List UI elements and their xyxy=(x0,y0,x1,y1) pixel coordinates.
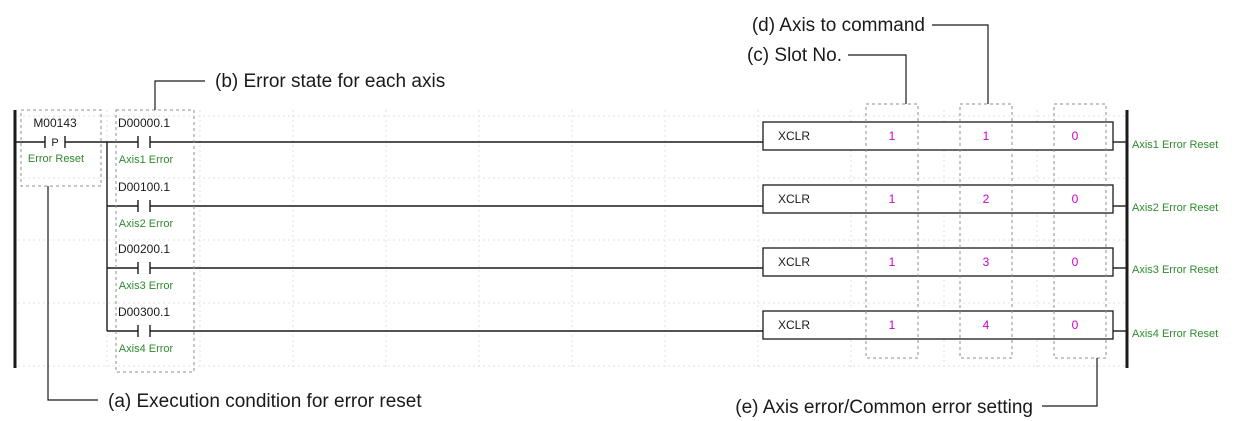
annotation-a: (a) Execution condition for error reset xyxy=(108,391,422,412)
rung-wiring xyxy=(15,136,1127,337)
output-label: Axis1 Error Reset xyxy=(1132,139,1218,151)
output-label: Axis2 Error Reset xyxy=(1132,202,1218,214)
setting-operand: 0 xyxy=(1072,318,1079,332)
instruction-name: XCLR xyxy=(778,255,810,269)
contact-address: D00000.1 xyxy=(118,116,170,130)
instruction-name: XCLR xyxy=(778,318,810,332)
exec-contact-flag: P xyxy=(51,137,58,149)
exec-contact-address: M00143 xyxy=(33,116,77,130)
axis-column-highlight xyxy=(959,103,1013,359)
slot-operand: 1 xyxy=(889,129,896,143)
annotation-c: (c) Slot No. xyxy=(747,45,842,66)
axis-operand: 1 xyxy=(983,129,990,143)
annotation-leaders xyxy=(47,24,1098,407)
slot-operand: 1 xyxy=(889,192,896,206)
xclr-block[interactable] xyxy=(762,184,1114,214)
annotation-d: (d) Axis to command xyxy=(752,15,925,36)
output-label: Axis3 Error Reset xyxy=(1132,264,1218,276)
axis-operand: 3 xyxy=(983,255,990,269)
error-state-highlight xyxy=(115,109,195,373)
instruction-name: XCLR xyxy=(778,129,810,143)
contact-comment: Axis3 Error xyxy=(119,280,174,292)
xclr-block[interactable] xyxy=(762,310,1114,340)
setting-operand: 0 xyxy=(1072,255,1079,269)
contact-comment: Axis1 Error xyxy=(119,154,174,166)
annotation-b: (b) Error state for each axis xyxy=(215,71,445,92)
exec-contact-comment: Error Reset xyxy=(28,153,84,165)
slot-operand: 1 xyxy=(889,255,896,269)
output-label: Axis4 Error Reset xyxy=(1132,328,1218,340)
annotation-e: (e) Axis error/Common error setting xyxy=(735,397,1033,418)
axis-operand: 4 xyxy=(983,318,990,332)
function-blocks xyxy=(762,121,1114,340)
slot-operand: 1 xyxy=(889,318,896,332)
instruction-name: XCLR xyxy=(778,192,810,206)
contact-comment: Axis2 Error xyxy=(119,218,174,230)
slot-column-highlight xyxy=(865,103,919,359)
setting-operand: 0 xyxy=(1072,192,1079,206)
contact-comment: Axis4 Error xyxy=(119,343,174,355)
setting-operand: 0 xyxy=(1072,129,1079,143)
xclr-block[interactable] xyxy=(762,247,1114,277)
contact-address: D00300.1 xyxy=(118,305,170,319)
contact-address: D00200.1 xyxy=(118,242,170,256)
axis-operand: 2 xyxy=(983,192,990,206)
setting-column-highlight xyxy=(1053,103,1107,359)
contact-address: D00100.1 xyxy=(118,180,170,194)
background-grid xyxy=(18,110,1125,370)
xclr-block[interactable] xyxy=(762,121,1114,151)
